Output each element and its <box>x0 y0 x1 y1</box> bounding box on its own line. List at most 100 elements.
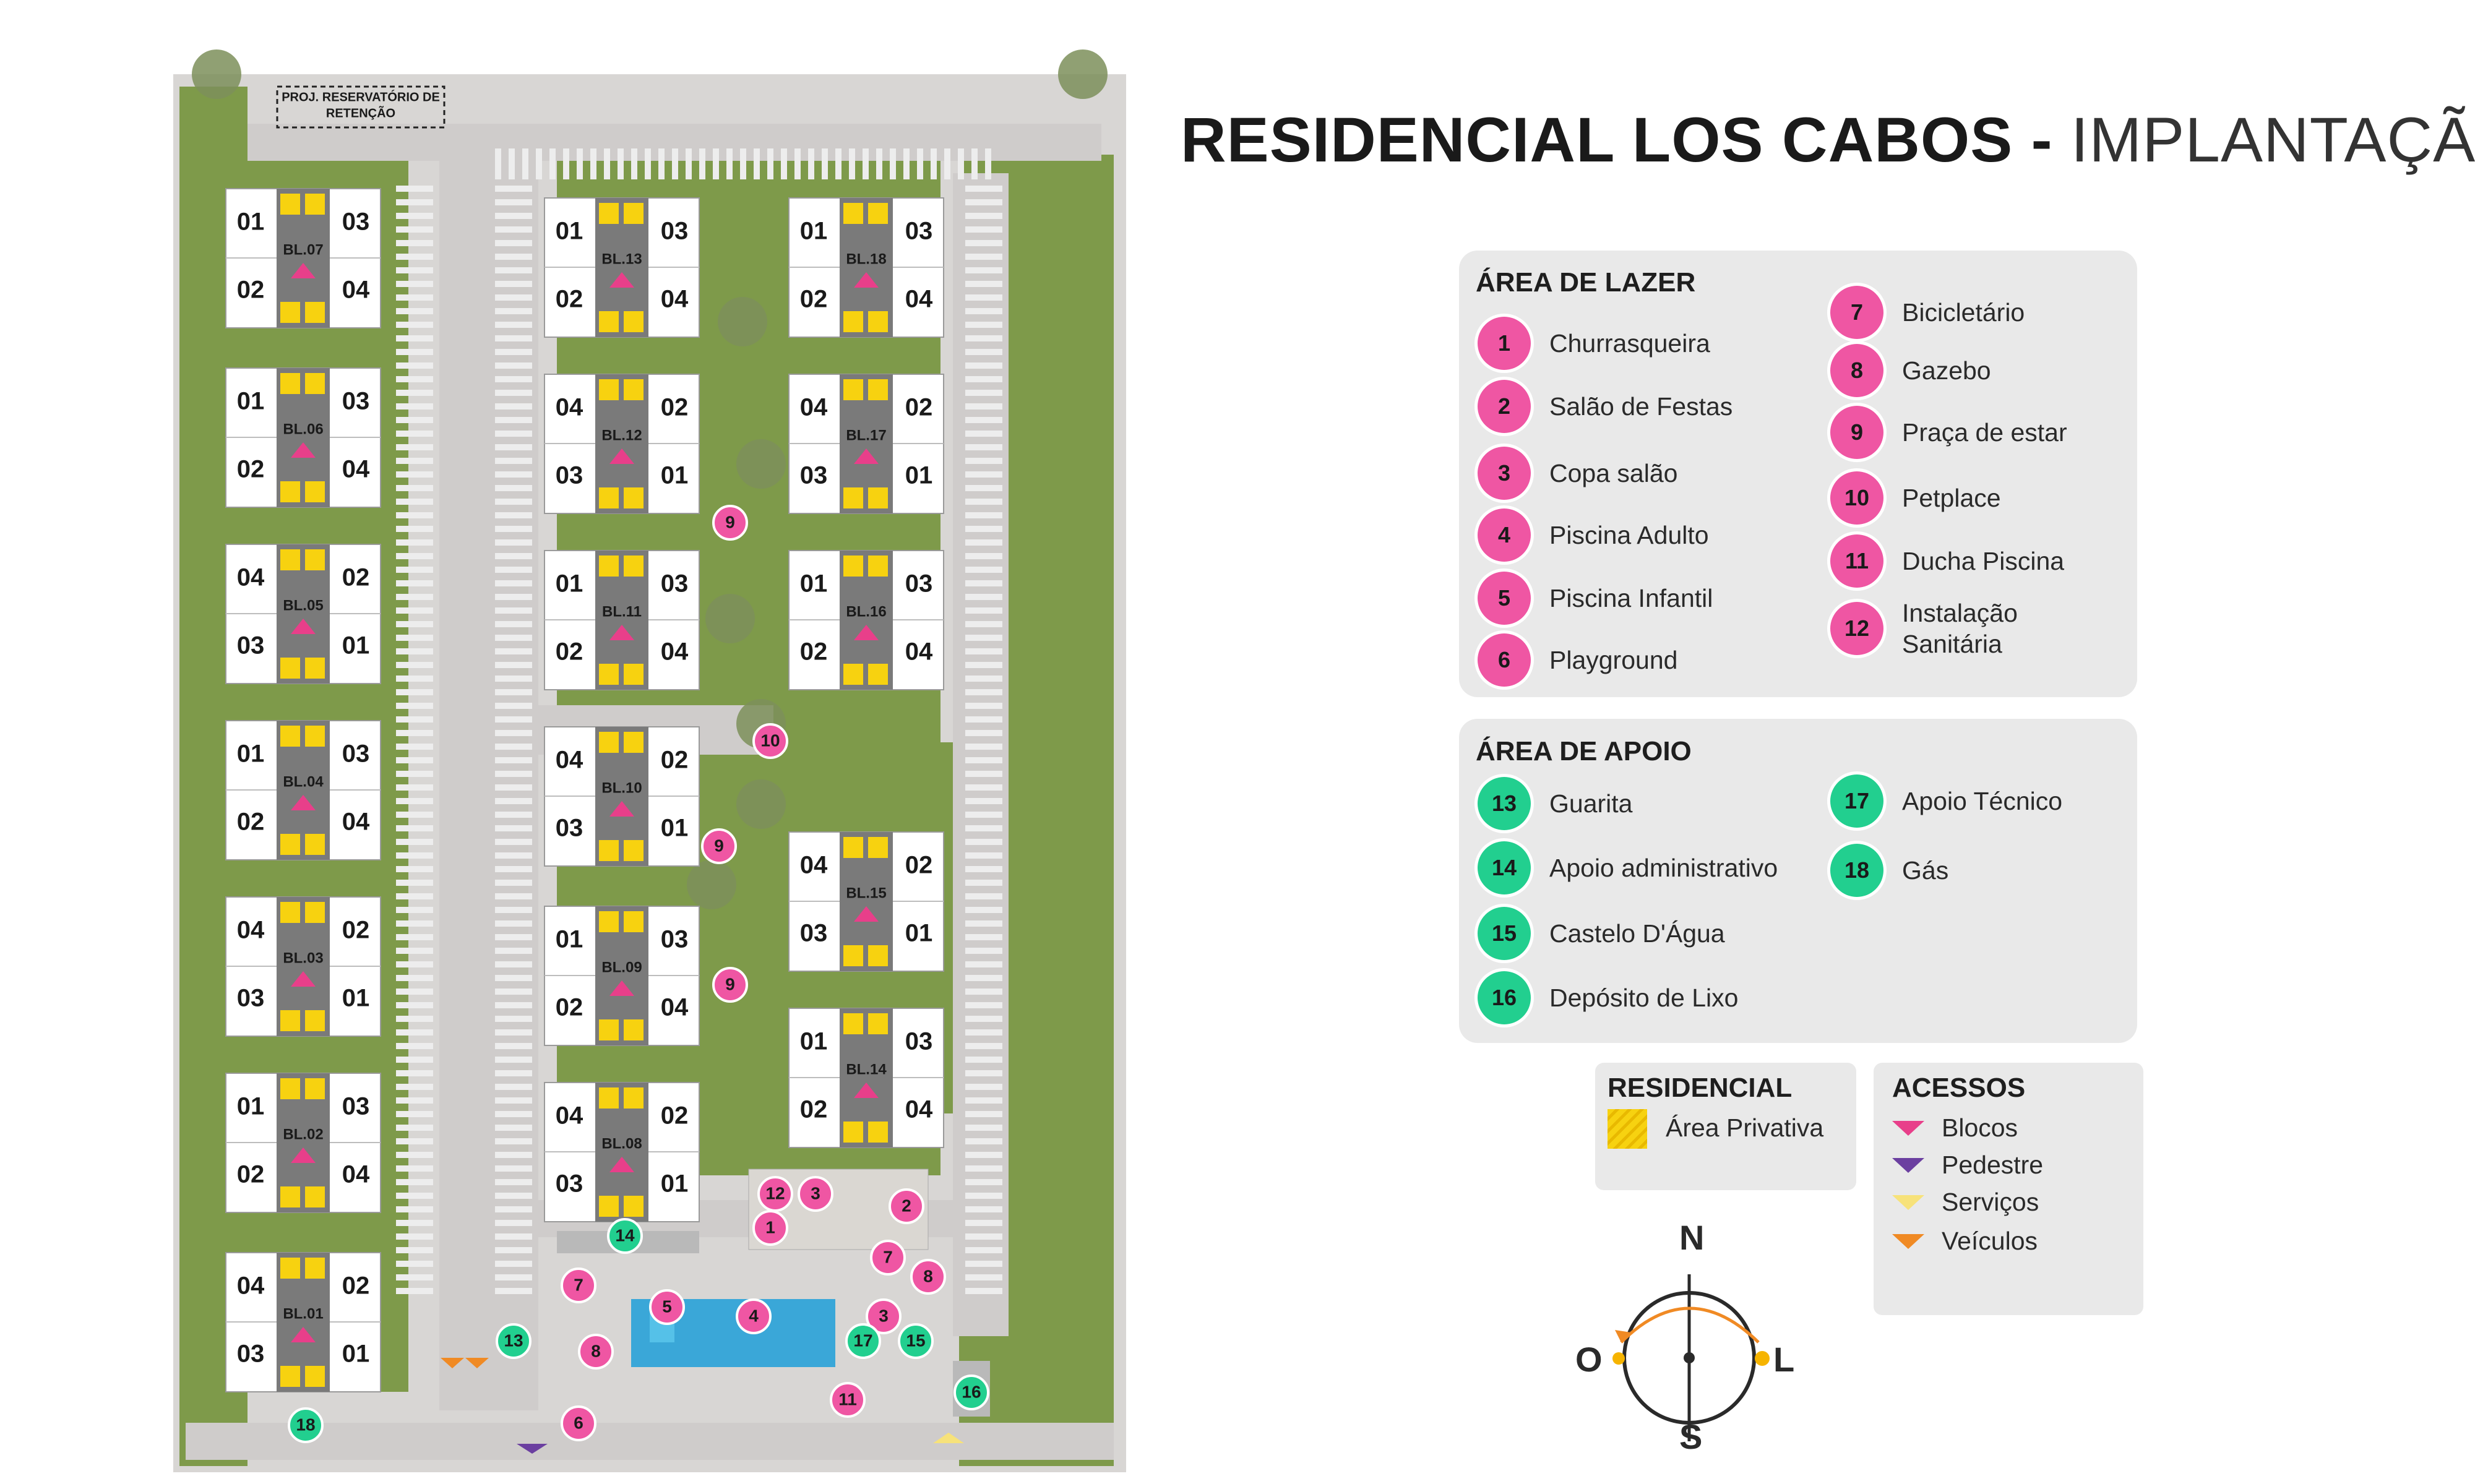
parking-stall <box>495 362 532 369</box>
private-area-tile <box>868 487 888 508</box>
parking-stall <box>495 948 532 954</box>
parking-stall <box>965 580 1002 586</box>
parking-stall <box>396 662 433 668</box>
pedestrian-access-arrow-icon <box>517 1444 548 1454</box>
unit-label: 04 <box>905 286 933 313</box>
block-entry-arrow-icon <box>609 801 634 817</box>
parking-stall <box>863 148 869 179</box>
parking-stall <box>396 308 433 314</box>
parking-stall <box>965 1152 1002 1158</box>
private-area-tile <box>280 373 300 394</box>
parking-stall <box>944 148 950 179</box>
map-marker-3-label: 3 <box>879 1306 889 1325</box>
parking-stall <box>549 148 556 179</box>
unit-label: 04 <box>556 747 583 774</box>
private-area-tile <box>305 1078 325 1099</box>
private-area-tile <box>280 194 300 215</box>
lazer-item-9-label: Praça de estar <box>1902 418 2067 447</box>
block-name: BL.04 <box>283 773 324 790</box>
parking-stall <box>965 553 1002 559</box>
parking-stall <box>965 186 1002 192</box>
parking-stall <box>965 1084 1002 1090</box>
parking-stall <box>965 1057 1002 1063</box>
unit-label: 02 <box>237 808 265 836</box>
access-blocos: Blocos <box>1892 1113 2018 1143</box>
private-area-tile <box>624 203 644 224</box>
unit-label: 01 <box>661 1170 689 1198</box>
parking-stall <box>396 1206 433 1212</box>
block-name: BL.09 <box>601 959 642 976</box>
parking-stall <box>781 148 787 179</box>
parking-stall <box>495 213 532 219</box>
apoio-item-15-badge: 15 <box>1478 907 1531 960</box>
parking-stall <box>495 1193 532 1199</box>
parking-stall <box>396 512 433 518</box>
parking-stall <box>658 148 665 179</box>
parking-stall <box>396 1165 433 1172</box>
unit-label: 03 <box>661 218 689 245</box>
map-marker-11-label: 11 <box>838 1389 857 1409</box>
tree <box>718 297 767 346</box>
private-area-tile <box>280 549 300 570</box>
parking-stall <box>604 148 610 179</box>
parking-stall <box>396 948 433 954</box>
parking-stall <box>965 1233 1002 1240</box>
unit-label: 04 <box>342 456 370 483</box>
parking-stall <box>495 662 532 668</box>
private-area-tile <box>868 1013 888 1034</box>
parking-stall <box>495 607 532 614</box>
parking-stall <box>495 839 532 845</box>
parking-stall <box>396 866 433 872</box>
map-marker-10 <box>752 723 788 759</box>
parking-stall <box>495 240 532 246</box>
unit-label: 02 <box>905 394 933 421</box>
parking-stall <box>396 281 433 287</box>
parking-stall <box>396 186 433 192</box>
parking-stall <box>495 281 532 287</box>
sun-path-arrow-icon <box>1615 1330 1631 1342</box>
parking-stall <box>495 186 532 192</box>
unit-label: 04 <box>237 917 265 944</box>
parking-stall <box>396 880 433 886</box>
unit-label: 03 <box>342 388 370 415</box>
parking-stall <box>396 1233 433 1240</box>
parking-stall <box>965 213 1002 219</box>
title-separator: - <box>2013 105 2071 175</box>
title-subtitle: IMPLANTAÇÃO <box>2070 105 2475 175</box>
parking-stall <box>495 226 532 233</box>
lazer-item-4-label: Piscina Adulto <box>1549 521 1709 549</box>
vehicle-access-arrow-icon <box>441 1358 464 1368</box>
parking-stall <box>985 148 991 179</box>
parking-stall <box>396 567 433 573</box>
private-area-tile <box>305 726 325 747</box>
access-veiculos-label: Veículos <box>1942 1227 2038 1255</box>
compass-east: L <box>1773 1340 1795 1379</box>
unit-label: 03 <box>237 632 265 659</box>
parking-stall <box>396 322 433 328</box>
unit-label: 02 <box>237 456 265 483</box>
block-name: BL.12 <box>601 427 642 444</box>
unit-label: 03 <box>905 218 933 245</box>
private-area-label: Área Privativa <box>1666 1113 1824 1142</box>
parking-stall <box>396 730 433 736</box>
parking-stall <box>396 199 433 205</box>
legend-apoio-heading: ÁREA DE APOIO <box>1476 736 1692 766</box>
unit-label: 03 <box>556 815 583 842</box>
parking-stall <box>958 148 964 179</box>
parking-stall <box>396 444 433 450</box>
block-entry-arrow-icon <box>609 272 634 288</box>
parking-stall <box>917 148 923 179</box>
parking-stall <box>965 975 1002 981</box>
private-area-tile <box>624 311 644 332</box>
unit-label: 02 <box>237 277 265 304</box>
map-marker-10-label: 10 <box>760 731 780 750</box>
parking-stall <box>396 1179 433 1185</box>
private-area-tile <box>305 481 325 502</box>
